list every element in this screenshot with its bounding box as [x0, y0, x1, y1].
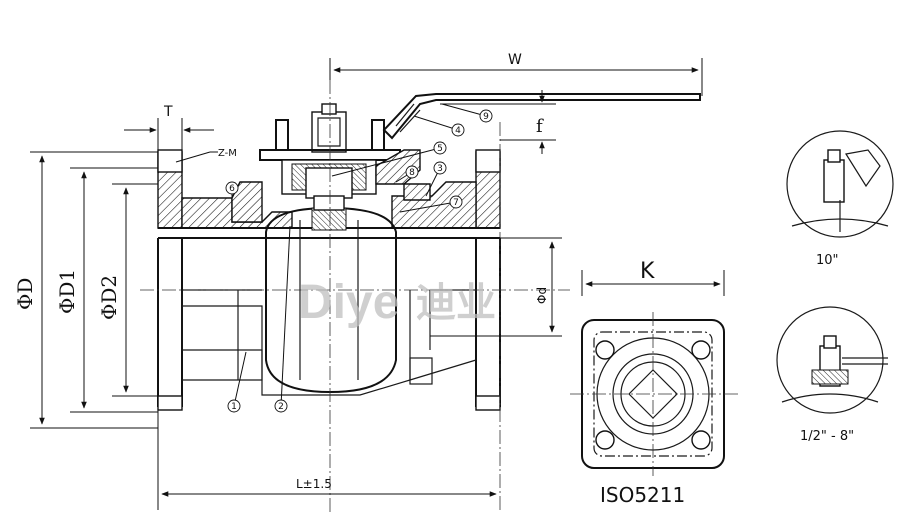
part-callout-number: 1 [231, 402, 237, 412]
watermark: Diye 迪业 [298, 276, 496, 329]
dimension-D: ΦD [13, 151, 158, 429]
bolt-holes-callout: Z-M [175, 148, 237, 163]
dimension-W-label: W [508, 52, 522, 68]
dimension-T-label: T [163, 104, 173, 120]
detail-view-half-label: 1/2" - 8" [800, 429, 854, 444]
detail-view-10-label: 10" [816, 253, 839, 268]
dimension-L: L±1.5 [157, 410, 497, 510]
iso5211-flange-view: K ISO5211 [570, 259, 738, 507]
part-callout-leader [413, 115, 459, 131]
bolt-holes-label: Z-M [218, 148, 237, 159]
part-callout-leader [441, 103, 487, 117]
center-lines [140, 58, 570, 512]
dimension-D1-label: ΦD1 [55, 269, 79, 314]
part-callout-3: 3 [425, 161, 447, 197]
dimension-bore: Φd [430, 237, 562, 337]
part-callout-4: 4 [413, 115, 465, 137]
dimension-W: W [329, 52, 703, 96]
dimension-K-label: K [640, 259, 655, 284]
stem-assembly [259, 103, 431, 211]
dimension-D1: ΦD1 [55, 167, 158, 413]
part-callout-1: 1 [227, 351, 247, 413]
part-callout-number: 4 [455, 126, 461, 136]
part-callout-number: 8 [409, 168, 415, 178]
part-callout-2: 2 [274, 225, 291, 413]
ball [265, 206, 397, 394]
part-callout-leader [331, 147, 441, 177]
part-callout-number: 7 [453, 198, 459, 208]
part-callout-9: 9 [441, 103, 493, 123]
dimension-D2-label: ΦD2 [97, 275, 121, 320]
handle-lever [382, 93, 701, 140]
part-callout-number: 3 [437, 164, 443, 174]
watermark-latin: Diye [298, 276, 399, 329]
part-callout-circle [225, 181, 239, 195]
dimension-T: T [124, 104, 214, 152]
part-callout-number: 6 [229, 184, 235, 194]
part-callout-number: 9 [483, 112, 489, 122]
dimension-D2: ΦD2 [97, 183, 158, 397]
part-callout-8: 8 [395, 165, 419, 183]
part-callout-number: 2 [278, 402, 284, 412]
part-callout-circle [479, 109, 493, 123]
watermark-chinese: 迪业 [416, 281, 496, 325]
standard-label: ISO5211 [600, 483, 685, 507]
detail-view-half-to-8-inch: 1/2" - 8" [776, 306, 888, 444]
dimension-f: f [440, 90, 556, 154]
detail-view-10-inch: 10" [786, 130, 894, 268]
part-callout-circle [227, 399, 241, 413]
dimension-f-label: f [536, 116, 544, 137]
dimension-D-label: ΦD [13, 278, 37, 310]
part-callout-5: 5 [331, 141, 447, 177]
dimension-L-label: L±1.5 [296, 477, 332, 491]
dimension-bore-label: Φd [535, 287, 549, 304]
part-callout-circle [405, 165, 419, 179]
part-callout-6: 6 [225, 181, 239, 212]
part-callouts: 1 2 3 4 5 6 7 8 9 [225, 103, 493, 413]
part-callout-circle [274, 399, 288, 413]
part-callout-number: 5 [437, 144, 443, 154]
part-callout-circle [449, 195, 463, 209]
part-callout-circle [433, 161, 447, 175]
part-callout-circle [433, 141, 447, 155]
part-callout-7: 7 [399, 195, 463, 213]
part-callout-leader [233, 351, 247, 407]
part-callout-leader [280, 225, 291, 407]
part-callout-circle [451, 123, 465, 137]
part-callout-leader [399, 201, 457, 213]
